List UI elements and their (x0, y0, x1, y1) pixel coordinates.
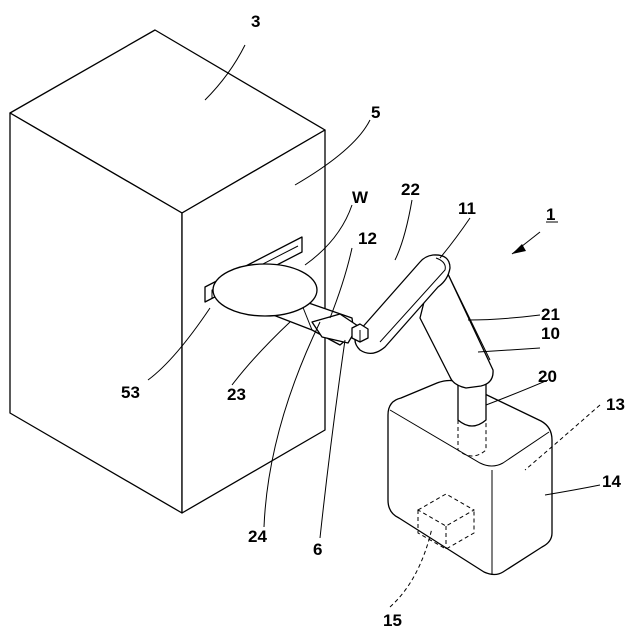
label-13: 13 (606, 395, 625, 414)
label-20: 20 (538, 367, 557, 386)
label-11: 11 (458, 199, 476, 218)
wafer (213, 264, 317, 316)
label-15: 15 (383, 611, 402, 630)
label-1: 1 (546, 205, 555, 224)
label-21: 21 (541, 305, 560, 324)
label-12: 12 (358, 229, 377, 248)
label-5: 5 (371, 103, 380, 122)
label-14: 14 (602, 472, 621, 491)
label-W: W (352, 188, 369, 207)
label-10: 10 (541, 324, 560, 343)
label-3: 3 (251, 12, 260, 31)
label-22: 22 (401, 180, 420, 199)
label-6: 6 (313, 540, 322, 559)
label-24: 24 (248, 527, 267, 546)
label-53: 53 (121, 383, 140, 402)
label-23: 23 (227, 385, 246, 404)
